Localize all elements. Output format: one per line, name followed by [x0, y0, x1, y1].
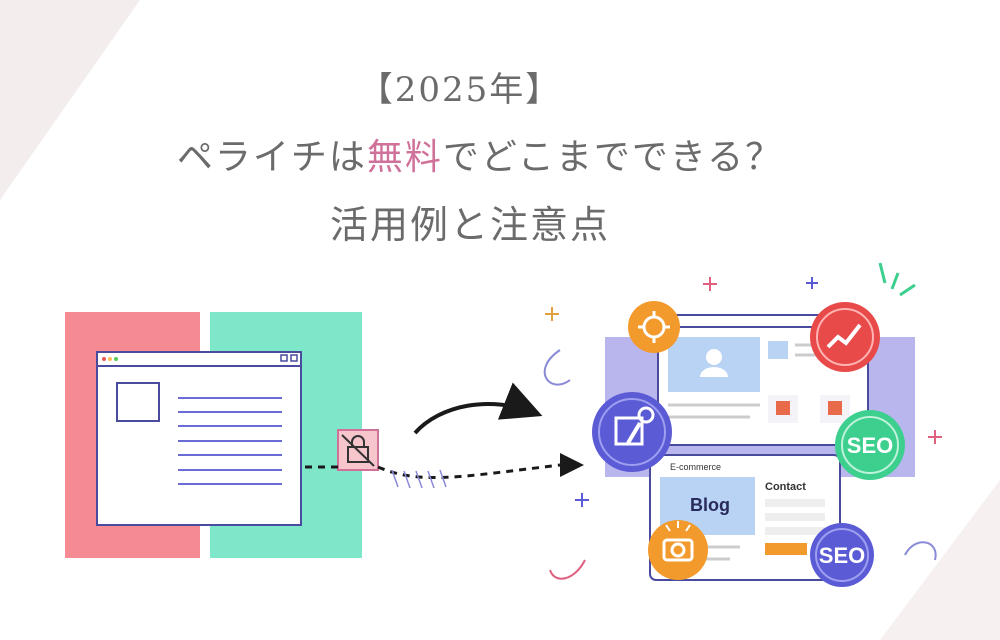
title-year: 【2025年】: [358, 70, 562, 110]
card-label-contact: Contact: [765, 481, 806, 493]
seo-badge-icon: SEO: [835, 410, 905, 480]
title-subtitle: 活用例と注意点: [329, 203, 610, 247]
sparkle-decorations: [543, 262, 942, 580]
avatar: [768, 341, 788, 359]
arrow-head-icon: [560, 453, 584, 477]
camera-badge-icon: [648, 520, 708, 580]
card-label-blog: Blog: [690, 495, 730, 515]
submit-button: [765, 543, 807, 555]
background-shape-bottom-right: [880, 480, 1000, 640]
background-shape-top-left: [0, 0, 140, 200]
illustration: E-commerce Blog Contact SEO: [65, 262, 942, 587]
image-placeholder: [116, 382, 160, 422]
seo-badge-icon: SEO: [810, 523, 874, 587]
title-main-after: でどこまでできる？: [442, 137, 784, 178]
box-icon: [776, 401, 790, 415]
hatch-marks: [391, 469, 447, 489]
chart-badge-icon: [810, 302, 880, 372]
seo-badge-label-2: SEO: [819, 543, 865, 568]
card-label-ecommerce: E-commerce: [670, 462, 721, 472]
curved-arrow-icon: [413, 382, 543, 435]
edit-badge-icon: [592, 392, 672, 472]
left-page-illustration: [65, 312, 379, 558]
lock-icon: [337, 429, 379, 471]
title-main-before: ペライチは: [176, 137, 367, 178]
title-main: ペライチは無料でどこまでできる？: [0, 128, 960, 180]
browser-window: [96, 351, 302, 526]
box-icon: [828, 401, 842, 415]
seo-badge-label: SEO: [847, 433, 893, 458]
settings-badge-icon: [628, 301, 680, 353]
title-main-accent: 無料: [366, 137, 443, 178]
